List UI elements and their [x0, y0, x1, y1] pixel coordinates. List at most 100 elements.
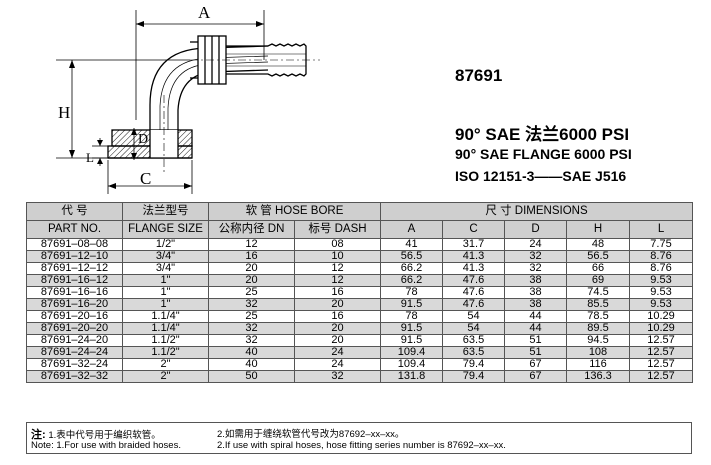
- cell-dash: 10: [294, 250, 381, 263]
- cell-c: 47.6: [442, 274, 505, 287]
- cell-c: 41.3: [442, 262, 505, 275]
- cell-h: 136.3: [566, 370, 630, 383]
- cell-d: 32: [504, 250, 567, 263]
- cell-h: 48: [566, 238, 630, 251]
- cell-a: 78: [380, 286, 443, 299]
- cell-flange-size: 1": [122, 286, 209, 299]
- cell-d: 24: [504, 238, 567, 251]
- cell-flange-size: 1": [122, 274, 209, 287]
- cell-c: 63.5: [442, 334, 505, 347]
- cell-h: 66: [566, 262, 630, 275]
- cell-flange-size: 1.1/4": [122, 310, 209, 323]
- note-en-2: 2.If use with spiral hoses, hose fitting…: [217, 440, 506, 451]
- cell-d: 38: [504, 274, 567, 287]
- cell-c: 79.4: [442, 358, 505, 371]
- cell-flange-size: 2": [122, 358, 209, 371]
- cell-d: 67: [504, 370, 567, 383]
- cell-dash: 16: [294, 286, 381, 299]
- cell-d: 51: [504, 346, 567, 359]
- cell-c: 54: [442, 322, 505, 335]
- cell-flange-size: 1/2": [122, 238, 209, 251]
- cell-flange-size: 2": [122, 370, 209, 383]
- cell-d: 38: [504, 286, 567, 299]
- cell-a: 91.5: [380, 322, 443, 335]
- header-hose-bore: 软 管 HOSE BORE: [208, 202, 381, 221]
- cell-l: 8.76: [628, 262, 694, 275]
- cell-h: 108: [566, 346, 630, 359]
- cell-dn: 16: [208, 250, 295, 263]
- cell-d: 32: [504, 262, 567, 275]
- cell-dash: 24: [294, 346, 381, 359]
- cell-part-no: 87691–12–12: [26, 262, 123, 275]
- cell-a: 91.5: [380, 298, 443, 311]
- cell-part-no: 87691–16–20: [26, 298, 123, 311]
- dim-label-h: H: [58, 103, 70, 122]
- cell-part-no: 87691–24–20: [26, 334, 123, 347]
- cell-l: 9.53: [628, 274, 694, 287]
- fitting-drawing: A H D L C: [56, 3, 320, 194]
- notes-box: 注: 1.表中代号用于编织软管。 2.如需用于缠绕软管代号改为87692–xx–…: [26, 422, 692, 454]
- cell-dn: 32: [208, 322, 295, 335]
- note-label: 注:: [31, 429, 46, 441]
- cell-h: 94.5: [566, 334, 630, 347]
- header-l: L: [628, 220, 694, 239]
- header-dash: 标号 DASH: [294, 220, 381, 239]
- cell-dn: 25: [208, 286, 295, 299]
- cell-c: 79.4: [442, 370, 505, 383]
- cell-dash: 08: [294, 238, 381, 251]
- cell-dn: 20: [208, 262, 295, 275]
- cell-part-no: 87691–20–16: [26, 310, 123, 323]
- cell-dn: 20: [208, 274, 295, 287]
- cell-dn: 40: [208, 358, 295, 371]
- cell-flange-size: 1.1/2": [122, 334, 209, 347]
- title-line-standard: ISO 12151-3——SAE J516: [455, 168, 627, 184]
- dim-label-d: D: [138, 132, 148, 147]
- cell-a: 66.2: [380, 262, 443, 275]
- cell-part-no: 87691–12–10: [26, 250, 123, 263]
- cell-l: 9.53: [628, 286, 694, 299]
- cell-d: 38: [504, 298, 567, 311]
- dim-label-a: A: [198, 3, 211, 22]
- cell-dn: 32: [208, 298, 295, 311]
- part-code: 87691: [455, 66, 503, 85]
- cell-dash: 20: [294, 298, 381, 311]
- dim-label-c: C: [140, 169, 151, 188]
- title-line-en: 90° SAE FLANGE 6000 PSI: [455, 146, 632, 162]
- cell-h: 89.5: [566, 322, 630, 335]
- cell-a: 109.4: [380, 346, 443, 359]
- note-en-1: Note: 1.For use with braided hoses.: [31, 440, 181, 451]
- cell-dn: 12: [208, 238, 295, 251]
- cell-dn: 40: [208, 346, 295, 359]
- cell-dash: 16: [294, 310, 381, 323]
- cell-l: 10.29: [628, 322, 694, 335]
- note-row-cn: 注: 1.表中代号用于编织软管。 2.如需用于缠绕软管代号改为87692–xx–…: [31, 426, 404, 442]
- note-cn-2: 2.如需用于缠绕软管代号改为87692–xx–xx。: [217, 429, 405, 440]
- cell-dash: 20: [294, 322, 381, 335]
- cell-l: 8.76: [628, 250, 694, 263]
- cell-c: 54: [442, 310, 505, 323]
- cell-dn: 32: [208, 334, 295, 347]
- cell-dn: 25: [208, 310, 295, 323]
- cell-l: 12.57: [628, 334, 694, 347]
- cell-part-no: 87691–32–24: [26, 358, 123, 371]
- cell-h: 85.5: [566, 298, 630, 311]
- cell-h: 78.5: [566, 310, 630, 323]
- title-block: 87691 90° SAE 法兰6000 PSI 90° SAE FLANGE …: [455, 0, 711, 198]
- header-a: A: [380, 220, 443, 239]
- cell-c: 41.3: [442, 250, 505, 263]
- cell-dash: 12: [294, 262, 381, 275]
- header-flange-size: FLANGE SIZE: [122, 220, 209, 239]
- note-row-en: Note: 1.For use with braided hoses. 2.If…: [31, 440, 506, 451]
- cell-l: 9.53: [628, 298, 694, 311]
- cell-d: 44: [504, 322, 567, 335]
- cell-l: 12.57: [628, 358, 694, 371]
- cell-a: 78: [380, 310, 443, 323]
- cell-c: 31.7: [442, 238, 505, 251]
